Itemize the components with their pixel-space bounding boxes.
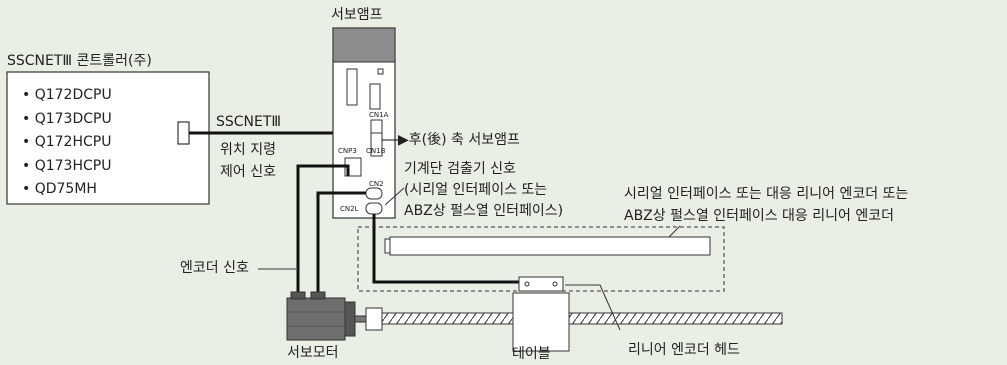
head-screw-right <box>552 281 558 287</box>
coupling <box>365 307 383 331</box>
cnp3-label: CNP3 <box>338 147 357 155</box>
linear-encoder-cable <box>372 214 535 284</box>
linear-head-label: 리니어 엔코더 헤드 <box>628 342 740 358</box>
encoder-signal-label: 엔코더 신호 <box>180 260 249 276</box>
table-label: 테이블 <box>512 346 551 362</box>
detector-line2: (시리얼 인터페이스 또는 <box>404 182 548 198</box>
head-screw-left <box>524 281 530 287</box>
amp-led <box>377 68 384 75</box>
controller-item: • QD75MH <box>22 181 97 197</box>
controller-title: SSCNETⅢ 콘트롤러(주) <box>7 53 152 69</box>
servo-motor-label: 서보모터 <box>287 345 339 361</box>
amp-slot-right <box>369 83 381 110</box>
table-block <box>512 292 570 352</box>
controller-item: • Q172DCPU <box>22 87 112 103</box>
servo-amp-title: 서보앰프 <box>331 7 383 23</box>
controller-list: • Q172DCPU • Q173DCPU • Q172HCPU • Q173H… <box>22 84 112 202</box>
motor-shaft <box>354 315 367 323</box>
cn1b-label: CN1B <box>366 147 386 155</box>
scale-end-cap <box>384 238 391 254</box>
cn2l-label: CN2L <box>340 205 359 213</box>
detector-line3: ABZ상 펄스열 인터페이스) <box>404 203 564 219</box>
cn2l-port <box>365 202 383 215</box>
encoder-note-line2: ABZ상 펄스열 인터페이스 대응 리니어 엔코더 <box>624 208 894 224</box>
ball-screw <box>381 312 783 325</box>
controller-item: • Q172HCPU <box>22 134 112 150</box>
cn1b-port <box>370 132 383 157</box>
cn2-label: CN2 <box>369 180 384 188</box>
cn1a-label: CN1A <box>369 111 389 119</box>
cn2-port <box>365 187 383 200</box>
encoder-cable <box>316 191 366 296</box>
motor-connector-power <box>290 291 306 300</box>
motor-flange <box>344 301 356 337</box>
linear-encoder-head <box>518 276 564 292</box>
servo-amp-top <box>332 27 396 63</box>
motor-connector-encoder <box>310 291 326 300</box>
linear-scale <box>389 236 711 256</box>
servo-motor <box>286 297 346 341</box>
detector-leader <box>384 187 405 206</box>
motor-power-cable <box>296 164 350 296</box>
control-signal-label: 제어 신호 <box>220 164 276 180</box>
detector-line1: 기계단 검출기 신호 <box>404 161 516 177</box>
amp-slot-left <box>346 68 358 106</box>
controller-item: • Q173DCPU <box>22 110 112 127</box>
rear-axis-label: ▶후(後) 축 서보앰프 <box>398 132 520 148</box>
controller-connector <box>177 121 190 145</box>
head-leader <box>565 284 621 331</box>
position-command-label: 위치 지령 <box>220 142 276 158</box>
encoder-note-line1: 시리얼 인터페이스 또는 대응 리니어 엔코더 또는 <box>624 186 909 202</box>
sscnet-label: SSCNETⅢ <box>216 114 282 130</box>
controller-item: • Q173HCPU <box>22 157 112 174</box>
controller-box <box>6 71 210 205</box>
